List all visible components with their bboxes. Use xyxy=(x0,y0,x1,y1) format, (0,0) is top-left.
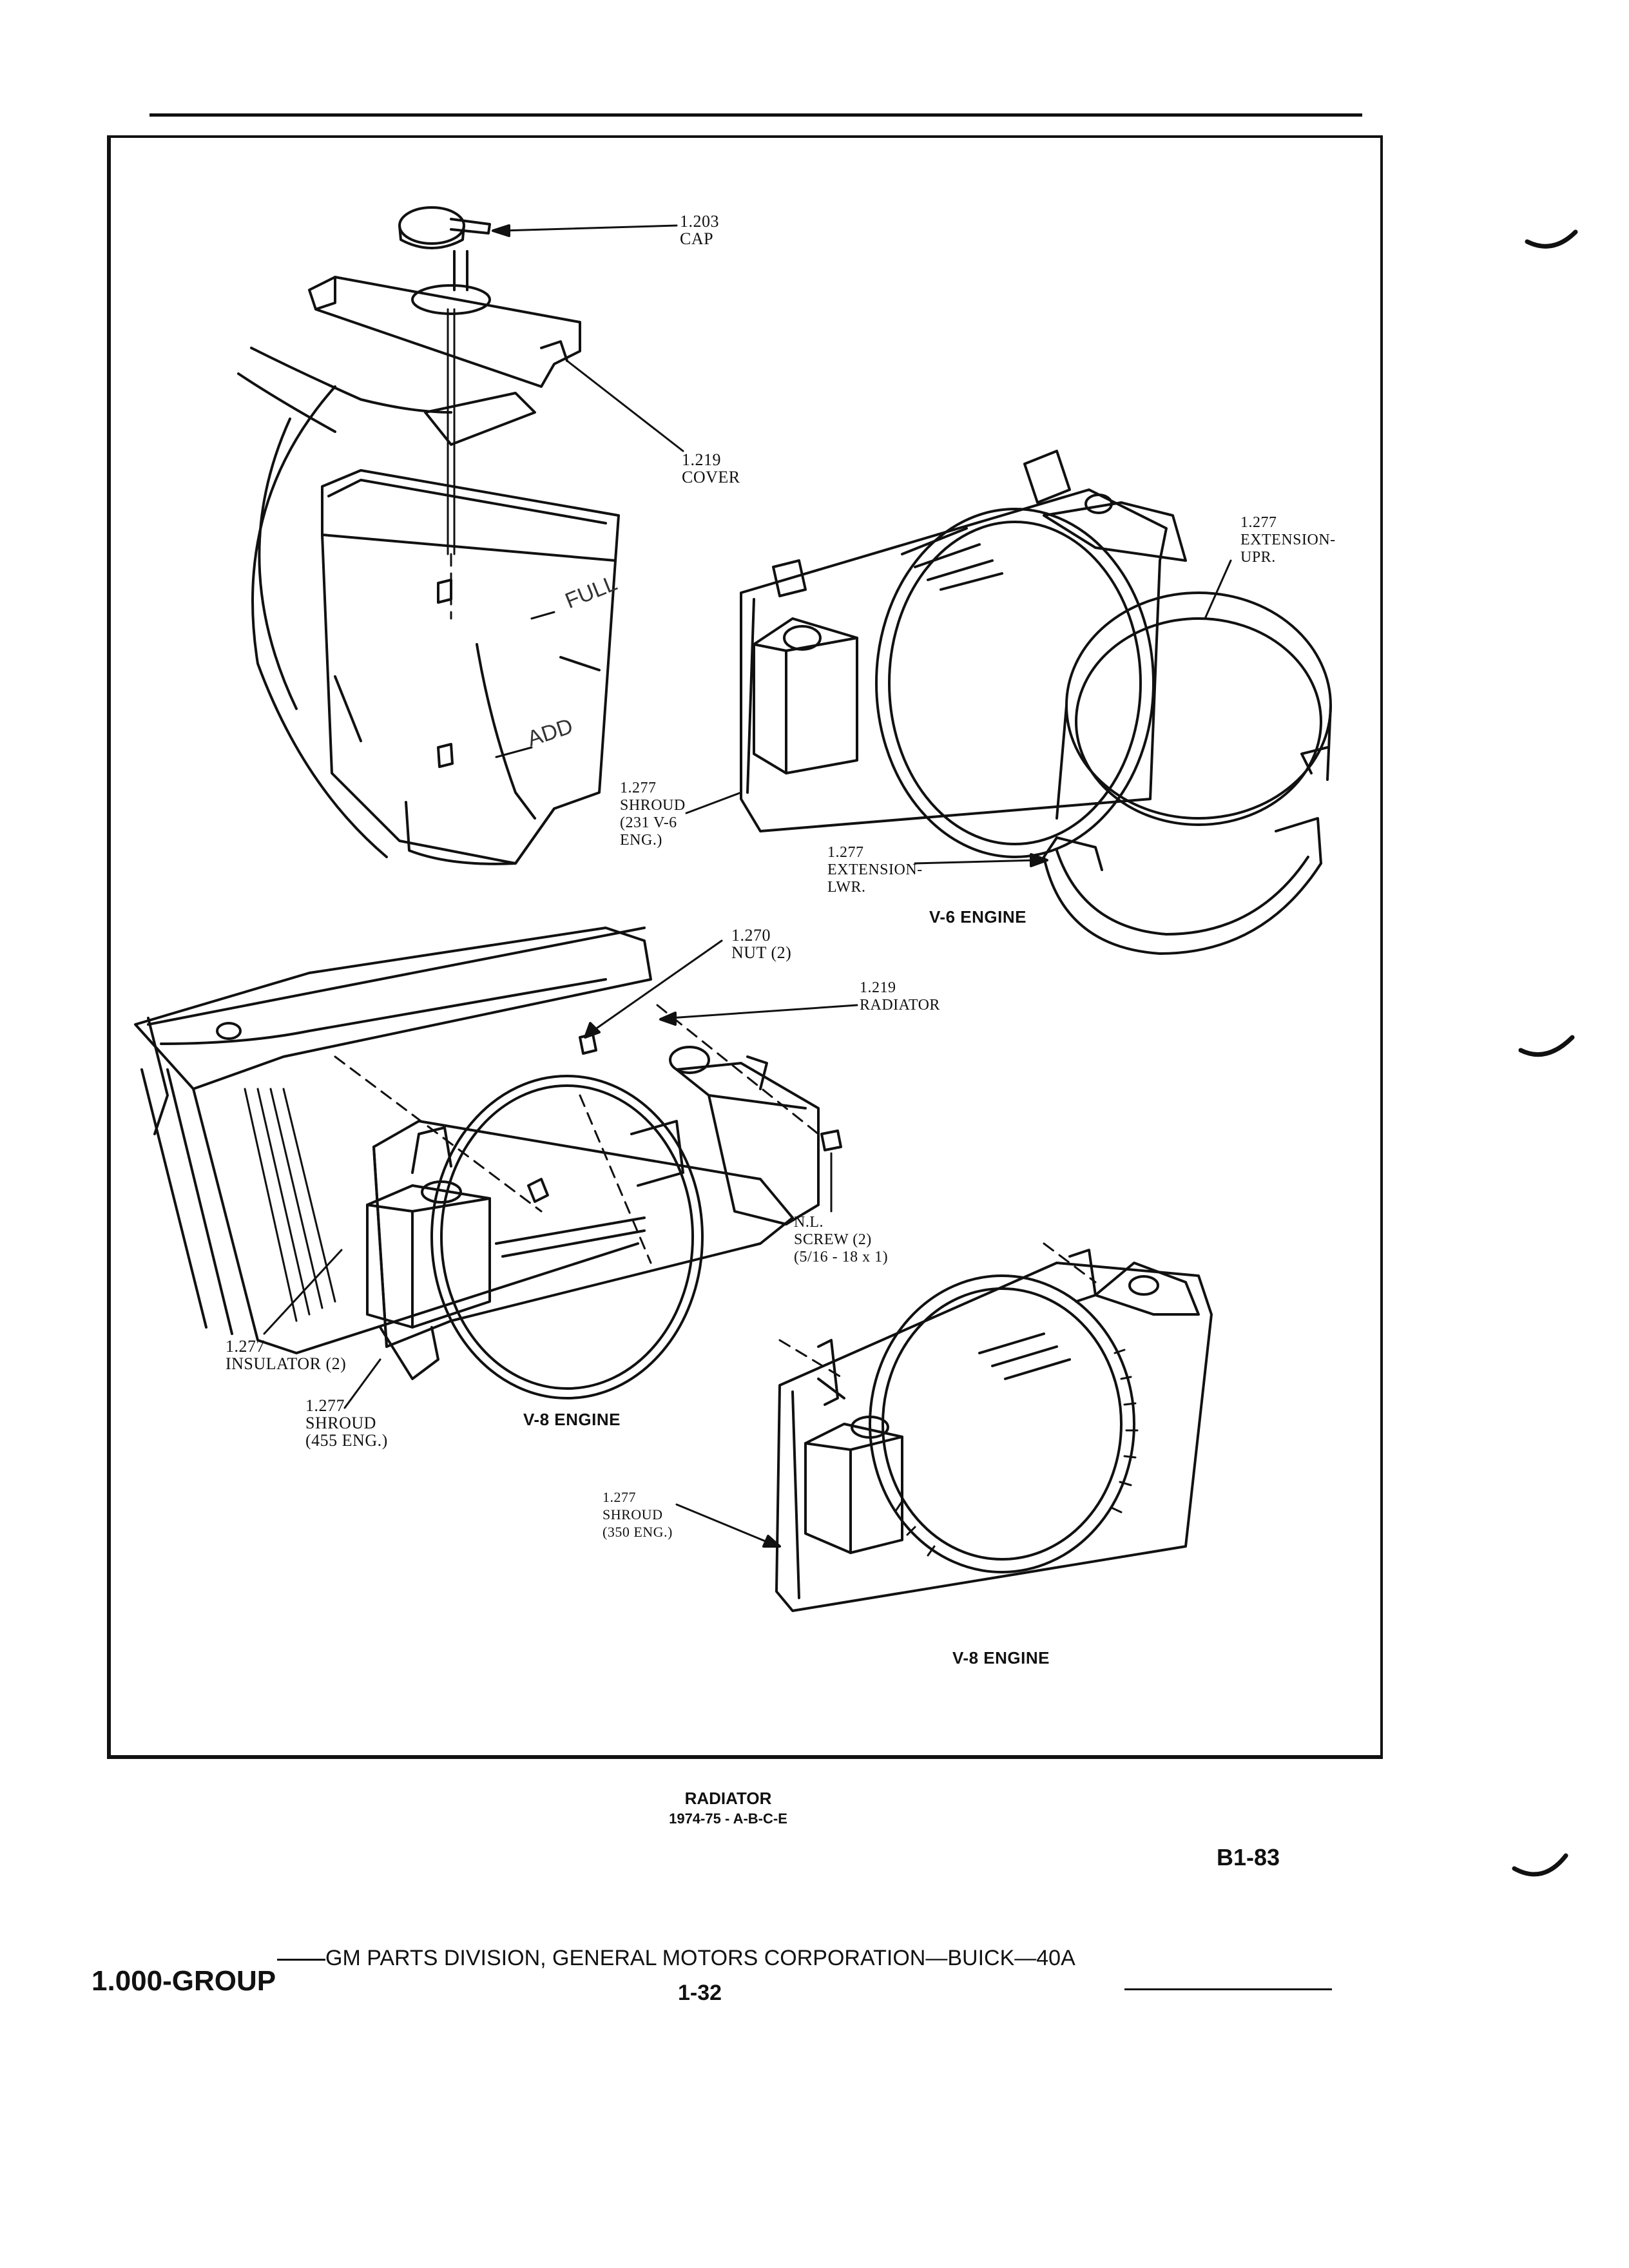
shroud-231-name-line3: ENG.) xyxy=(620,832,662,849)
callout-insulator: 1.277 INSULATOR (2) xyxy=(226,1338,346,1372)
ext-lwr-name-line2: LWR. xyxy=(827,879,866,896)
callout-shroud-350: 1.277 SHROUD (350 ENG.) xyxy=(602,1488,673,1541)
footer-division: GM PARTS DIVISION, GENERAL MOTORS CORPOR… xyxy=(325,1946,1075,1970)
screw-name-line2: (5/16 - 18 x 1) xyxy=(794,1249,889,1265)
screw-part-number: N.L. xyxy=(794,1214,824,1231)
callout-shroud-455: 1.277 SHROUD (455 ENG.) xyxy=(305,1397,388,1449)
shroud-350-name-line2: (350 ENG.) xyxy=(602,1524,673,1540)
shroud-455-part-number: 1.277 xyxy=(305,1396,345,1415)
callout-nut: 1.270 NUT (2) xyxy=(731,927,791,961)
footer-group: 1.000-GROUP xyxy=(92,1965,276,1997)
cover-part-name: COVER xyxy=(682,468,740,486)
insulator-part-name: INSULATOR (2) xyxy=(226,1354,347,1373)
v8-left-assembly xyxy=(134,927,820,1399)
shroud-231-name-line2: (231 V-6 xyxy=(620,814,677,831)
radiator-part-number: 1.219 xyxy=(860,979,896,996)
v8-engine-label-right: V-8 ENGINE xyxy=(952,1648,1050,1667)
reservoir-part xyxy=(321,469,620,865)
shroud-231-name-line1: SHROUD xyxy=(620,797,686,814)
lower-extension-part xyxy=(1043,817,1322,955)
cover-part-number: 1.219 xyxy=(682,450,721,469)
figure-caption-title: RADIATOR xyxy=(684,1789,772,1808)
ext-lwr-part-number: 1.277 xyxy=(827,844,864,861)
callout-cap: 1.203 CAP xyxy=(680,213,719,247)
insulator-part-number: 1.277 xyxy=(226,1337,265,1356)
shroud-455-name-line1: SHROUD xyxy=(305,1414,376,1432)
shroud-350-name-line1: SHROUD xyxy=(602,1506,663,1523)
callout-cover: 1.219 COVER xyxy=(682,451,740,486)
ext-upr-part-number: 1.277 xyxy=(1240,514,1277,531)
v8-right-shroud-part xyxy=(775,1242,1213,1612)
shroud-455-name-line2: (455 ENG.) xyxy=(305,1431,388,1450)
cap-part xyxy=(398,206,491,291)
footer-page-number: 1-32 xyxy=(678,1981,722,2005)
callout-screw: N.L. SCREW (2) (5/16 - 18 x 1) xyxy=(794,1214,888,1266)
nut-part-name: NUT (2) xyxy=(731,943,792,962)
callout-extension-upper: 1.277 EXTENSION- UPR. xyxy=(1240,514,1336,566)
callout-radiator: 1.219 RADIATOR xyxy=(860,979,940,1014)
upper-extension-part xyxy=(1055,591,1332,826)
footer-rule-left xyxy=(277,1959,325,1961)
v8-engine-label-left: V-8 ENGINE xyxy=(523,1410,621,1429)
page-code: B1-83 xyxy=(1217,1844,1280,1870)
cap-part-name: CAP xyxy=(680,229,714,248)
illustration-frame xyxy=(107,135,1383,1759)
shroud-350-part-number: 1.277 xyxy=(602,1489,636,1505)
shroud-231-part-number: 1.277 xyxy=(620,780,657,796)
ext-lwr-name-line1: EXTENSION- xyxy=(827,861,923,878)
nut-part-number: 1.270 xyxy=(731,926,771,945)
screw-name-line1: SCREW (2) xyxy=(794,1231,872,1248)
cap-part-number: 1.203 xyxy=(680,212,719,231)
leader-lines xyxy=(263,224,1232,1548)
figure-caption-subtitle: 1974-75 - A-B-C-E xyxy=(669,1811,787,1827)
ext-upr-name-line2: UPR. xyxy=(1240,549,1276,566)
footer-rule-right xyxy=(1124,1988,1332,1990)
ext-upr-name-line1: EXTENSION- xyxy=(1240,532,1336,548)
v6-engine-label: V-6 ENGINE xyxy=(929,907,1027,927)
top-rule xyxy=(149,113,1362,117)
v8-right-shroud-teeth xyxy=(894,1349,1139,1557)
callout-extension-lower: 1.277 EXTENSION- LWR. xyxy=(827,844,923,896)
callout-shroud-231: 1.277 SHROUD (231 V-6 ENG.) xyxy=(620,780,686,849)
radiator-part-name: RADIATOR xyxy=(860,997,940,1014)
cover-part xyxy=(308,276,581,388)
v6-shroud-part xyxy=(740,450,1187,858)
